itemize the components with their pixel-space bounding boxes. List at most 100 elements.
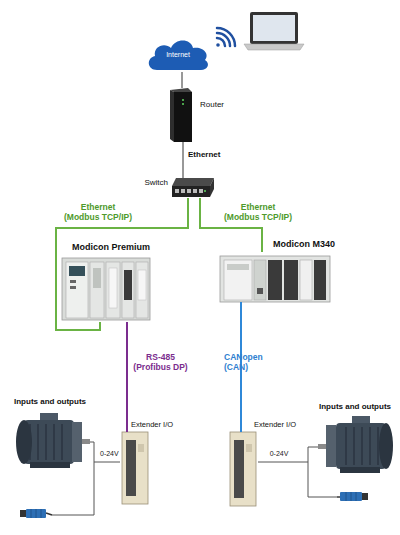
plc-premium — [109, 268, 117, 308]
connector — [183, 142, 184, 178]
connector — [258, 462, 300, 463]
node-label: Router — [200, 100, 224, 109]
plc-premium — [70, 286, 76, 289]
motor-symbol — [72, 422, 82, 462]
sensor-symbol — [46, 513, 52, 515]
wifi-icon — [216, 43, 220, 47]
switch-icon — [187, 189, 191, 193]
switch-icon — [172, 178, 214, 197]
wifi-icon — [216, 28, 235, 47]
device-node: Switch — [172, 178, 214, 198]
cloud-shape — [149, 41, 208, 71]
motor-symbol — [369, 427, 371, 465]
router-icon — [182, 103, 184, 105]
connector — [182, 72, 183, 88]
edge-label: Ethernet — [187, 150, 221, 160]
node-label: Modicon Premium — [72, 242, 150, 252]
edge-label: 0-24V — [99, 450, 120, 458]
edge-label: Ethernet (Modbus TCP/IP) — [223, 202, 293, 222]
plc-premium — [62, 258, 150, 320]
node-label: Inputs and outputs — [319, 402, 391, 411]
sensor-symbol — [337, 496, 340, 498]
device-node: Router — [170, 88, 196, 142]
switch-icon — [172, 178, 214, 186]
connector — [100, 462, 120, 463]
plc-m340 — [268, 260, 282, 300]
laptop-icon — [250, 12, 298, 44]
sensor-symbol — [340, 492, 362, 501]
motor-symbol — [352, 416, 370, 424]
laptop-icon — [244, 12, 304, 50]
switch-icon — [210, 178, 214, 197]
motor-symbol — [318, 444, 326, 449]
motor-symbol — [82, 439, 90, 444]
plc-premium — [106, 262, 120, 318]
sensor-symbol — [346, 492, 347, 501]
cloud-node: Internet — [145, 36, 211, 72]
plc-m340 — [254, 260, 266, 300]
wire — [52, 462, 94, 515]
sensor-symbol — [20, 492, 368, 518]
plc-premium — [124, 270, 132, 300]
device-node: Modicon M340 — [220, 252, 330, 302]
switch-icon — [175, 189, 179, 193]
sensor-symbol — [36, 509, 37, 518]
wire — [308, 462, 337, 497]
switch-icon — [204, 190, 206, 192]
edge-label: RS-485 (Profibus DP) — [132, 352, 189, 372]
motor-symbol — [61, 424, 63, 460]
plc-premium — [66, 262, 88, 318]
motor-symbol — [326, 425, 336, 467]
node-label: Extender I/O — [254, 421, 296, 430]
extender-device — [126, 440, 136, 496]
plc-premium — [136, 262, 148, 318]
sensor-symbol — [26, 509, 46, 518]
connector — [56, 198, 188, 330]
wifi-icon — [217, 33, 230, 46]
router-icon — [170, 88, 192, 142]
sensor-symbol — [356, 492, 357, 501]
plc-premium — [62, 258, 150, 320]
device-node: Extender I/O — [228, 432, 258, 506]
switch-icon — [172, 186, 210, 197]
router-icon — [170, 88, 192, 92]
router-icon — [170, 90, 174, 142]
device-node: Inputs and outputs — [300, 400, 395, 512]
node-label: Inputs and outputs — [14, 397, 86, 406]
plc-premium — [138, 270, 146, 300]
sensor-symbol — [41, 509, 42, 518]
plc-premium — [93, 268, 101, 288]
motor-symbol — [40, 413, 58, 421]
router-icon — [174, 92, 192, 142]
wifi-icon — [217, 38, 225, 46]
motor-symbol — [377, 427, 379, 465]
sensor-symbol — [351, 492, 352, 501]
device-node: Modicon Premium — [62, 256, 150, 322]
device-node: Inputs and outputs — [10, 397, 100, 527]
plc-m340 — [220, 256, 330, 302]
laptop-icon — [244, 44, 304, 50]
extender-device — [230, 432, 256, 506]
switch-icon — [181, 189, 185, 193]
plc-m340 — [284, 260, 298, 300]
connector — [240, 302, 242, 432]
motor-symbol — [345, 427, 347, 465]
motor-symbol — [361, 427, 363, 465]
wire — [52, 442, 337, 515]
sensor-symbol — [20, 510, 26, 517]
plc-m340 — [220, 256, 330, 302]
motor-symbol — [16, 413, 393, 473]
motor-symbol — [30, 462, 70, 468]
plc-premium — [90, 262, 104, 318]
switch-icon — [193, 189, 197, 193]
edge-label: 0-24V — [269, 450, 290, 458]
plc-m340 — [227, 264, 249, 270]
node-label: Modicon M340 — [273, 239, 335, 249]
router-icon — [182, 99, 184, 101]
wire — [300, 447, 318, 462]
sensor-symbol — [362, 493, 368, 500]
extender-device — [122, 432, 148, 504]
node-label: Switch — [144, 178, 168, 187]
